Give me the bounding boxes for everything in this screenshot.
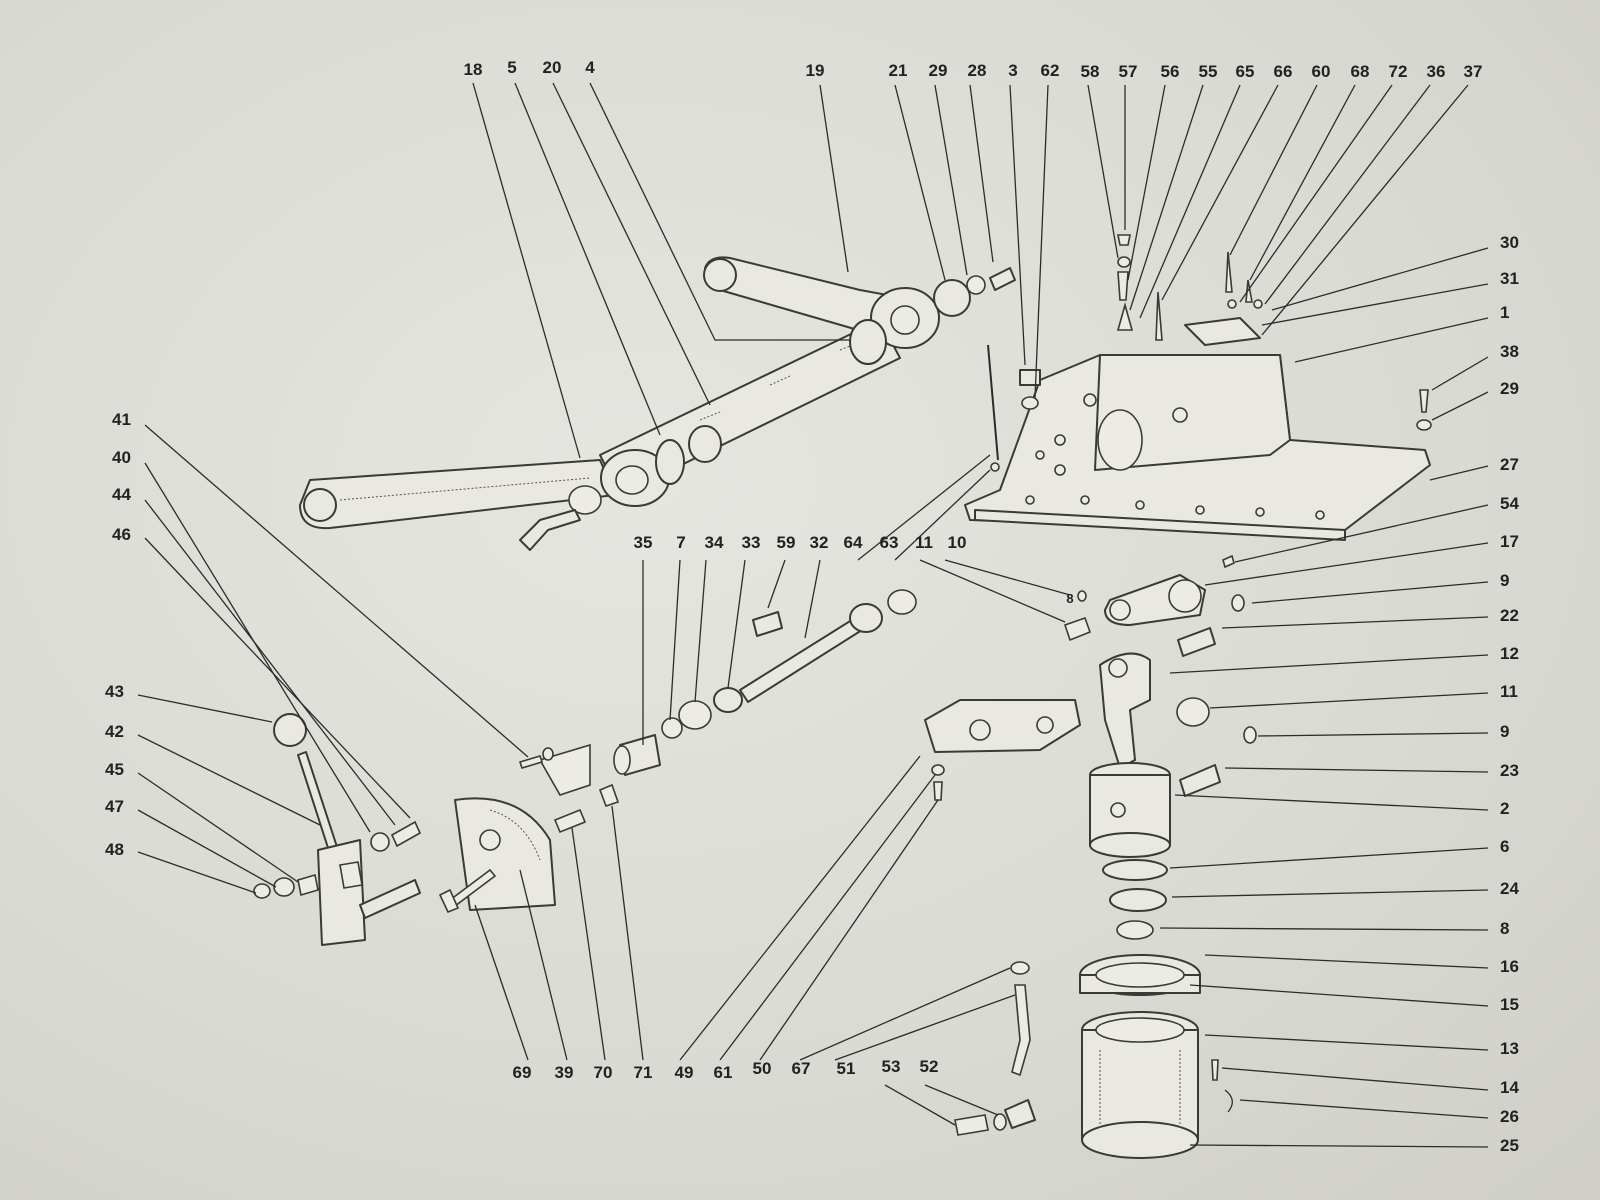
part-label: 69	[513, 1063, 532, 1082]
part-label: 64	[844, 533, 863, 552]
part-label: 65	[1236, 62, 1255, 81]
part-label: 40	[112, 448, 131, 467]
part-label: 71	[634, 1063, 653, 1082]
part-label: 33	[742, 533, 761, 552]
part-label: 25	[1500, 1136, 1519, 1155]
part-label: 31	[1500, 269, 1519, 288]
label-group-right: 30 31 1 38 29 27 54 17 9 22 12 11 9 23 2…	[1500, 233, 1519, 1155]
leader-lines	[137, 82, 1489, 1148]
label-group-bottom: 69 39 70 71 49 61 50 67 51 53 52	[513, 1057, 939, 1082]
label-group-middle: 35 7 34 33 59 32 64 63 11 10 8	[634, 533, 1074, 606]
part-label: 16	[1500, 957, 1519, 976]
part-label: 9	[1500, 722, 1509, 741]
label-group-top: 18 5 20 4 19 21 29 28 3 62 58 57 56 55 6…	[464, 58, 1483, 81]
part-label: 62	[1041, 61, 1060, 80]
part-label: 49	[675, 1063, 694, 1082]
oil-pipe	[954, 961, 1036, 1136]
part-label: 70	[594, 1063, 613, 1082]
part-label: 5	[507, 58, 516, 77]
part-label: 13	[1500, 1039, 1519, 1058]
part-label: 24	[1500, 879, 1519, 898]
part-label: 41	[112, 410, 131, 429]
part-label: 20	[543, 58, 562, 77]
part-label: 28	[968, 61, 987, 80]
part-label: 37	[1464, 62, 1483, 81]
part-label: 72	[1389, 62, 1408, 81]
part-label: 9	[1500, 571, 1509, 590]
valve-block	[924, 699, 1081, 801]
part-label: 3	[1008, 61, 1017, 80]
part-label: 8	[1066, 591, 1073, 606]
part-label: 22	[1500, 606, 1519, 625]
part-label: 59	[777, 533, 796, 552]
part-label: 54	[1500, 494, 1519, 513]
hand-lever-assembly	[253, 713, 422, 946]
part-label: 26	[1500, 1107, 1519, 1126]
part-label: 61	[714, 1063, 733, 1082]
part-label: 10	[948, 533, 967, 552]
rocker-shaft-assembly	[299, 256, 1016, 551]
part-label: 55	[1199, 62, 1218, 81]
part-label: 56	[1161, 62, 1180, 81]
part-label: 60	[1312, 62, 1331, 81]
part-label: 8	[1500, 919, 1509, 938]
part-label: 66	[1274, 62, 1293, 81]
part-label: 30	[1500, 233, 1519, 252]
part-label: 34	[705, 533, 724, 552]
part-label: 11	[915, 533, 933, 552]
part-label: 52	[920, 1057, 939, 1076]
part-label: 48	[105, 840, 124, 859]
part-label: 23	[1500, 761, 1519, 780]
part-label: 43	[105, 682, 124, 701]
part-label: 35	[634, 533, 653, 552]
part-label: 68	[1351, 62, 1370, 81]
part-label: 32	[810, 533, 829, 552]
part-label: 29	[929, 61, 948, 80]
part-label: 7	[676, 533, 685, 552]
label-group-left: 41 40 44 46 43 42 45 47 48	[105, 410, 131, 859]
part-label: 6	[1500, 837, 1509, 856]
part-label: 4	[585, 58, 595, 77]
part-label: 39	[555, 1063, 574, 1082]
part-label: 18	[464, 60, 483, 79]
part-label: 19	[806, 61, 825, 80]
ram-cylinder-stack	[1079, 554, 1257, 1159]
part-label: 46	[112, 525, 131, 544]
part-label: 36	[1427, 62, 1446, 81]
part-label: 53	[882, 1057, 901, 1076]
part-label: 44	[112, 485, 131, 504]
part-label: 12	[1500, 644, 1519, 663]
part-label: 51	[837, 1059, 856, 1078]
part-label: 11	[1500, 682, 1518, 701]
part-label: 15	[1500, 995, 1519, 1014]
part-label: 21	[889, 61, 908, 80]
part-label: 63	[880, 533, 899, 552]
part-label: 14	[1500, 1078, 1519, 1097]
part-label: 27	[1500, 455, 1519, 474]
part-label: 58	[1081, 62, 1100, 81]
part-label: 29	[1500, 379, 1519, 398]
part-label: 47	[105, 797, 124, 816]
part-label: 1	[1500, 303, 1509, 322]
part-label: 57	[1119, 62, 1138, 81]
part-label: 42	[105, 722, 124, 741]
part-label: 45	[105, 760, 124, 779]
part-label: 50	[753, 1059, 772, 1078]
part-label: 2	[1500, 799, 1509, 818]
part-label: 67	[792, 1059, 811, 1078]
lift-cover-housing	[964, 234, 1432, 541]
part-label: 38	[1500, 342, 1519, 361]
control-linkage	[438, 589, 1092, 914]
part-label: 17	[1500, 532, 1519, 551]
